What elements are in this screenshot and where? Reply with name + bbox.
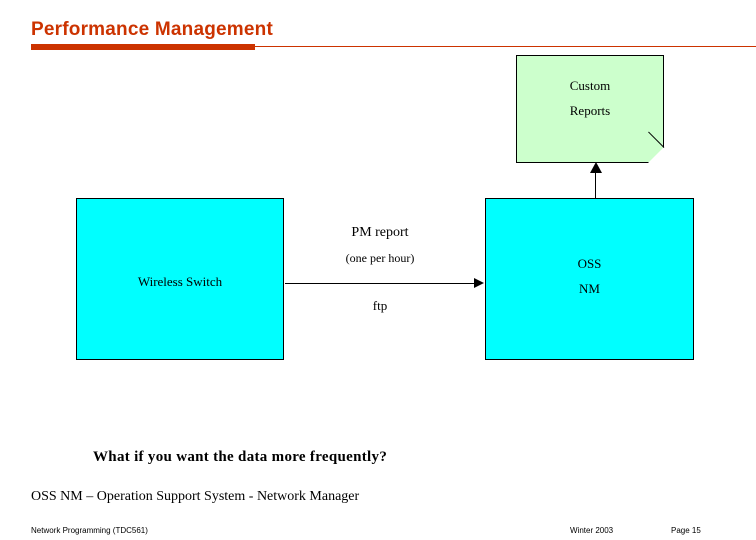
title-underline — [31, 44, 255, 50]
oss-label: OSS — [577, 256, 602, 271]
oss-to-note-arrow-head-icon — [590, 162, 602, 173]
title-rule — [31, 46, 756, 47]
page-title: Performance Management — [31, 19, 273, 40]
wireless-switch-label: Wireless Switch — [137, 274, 223, 289]
wireless-switch-box: Wireless Switch — [76, 198, 284, 360]
note-line-1: Custom — [569, 78, 611, 93]
frequency-label: (one per hour) — [345, 251, 415, 265]
protocol-label: ftp — [372, 298, 388, 313]
custom-reports-note: Custom Reports — [516, 55, 665, 163]
footer-course: Network Programming (TDC561) — [31, 526, 148, 535]
wireless-to-oss-arrow-head-icon — [474, 278, 484, 288]
question-text: What if you want the data more frequentl… — [93, 449, 388, 465]
oss-to-note-arrow-line — [595, 172, 596, 199]
oss-nm-box: OSS NM — [485, 198, 694, 360]
pm-report-label: PM report — [351, 225, 409, 240]
nm-label: NM — [579, 281, 600, 296]
note-fold-corner-icon — [648, 147, 664, 163]
note-fold-line-icon — [648, 131, 665, 148]
wireless-to-oss-arrow-line — [285, 283, 475, 284]
note-line-2: Reports — [569, 103, 611, 118]
legend-text: OSS NM – Operation Support System - Netw… — [31, 489, 360, 504]
footer-page-number: Page 15 — [671, 526, 701, 535]
footer-term: Winter 2003 — [570, 526, 614, 535]
